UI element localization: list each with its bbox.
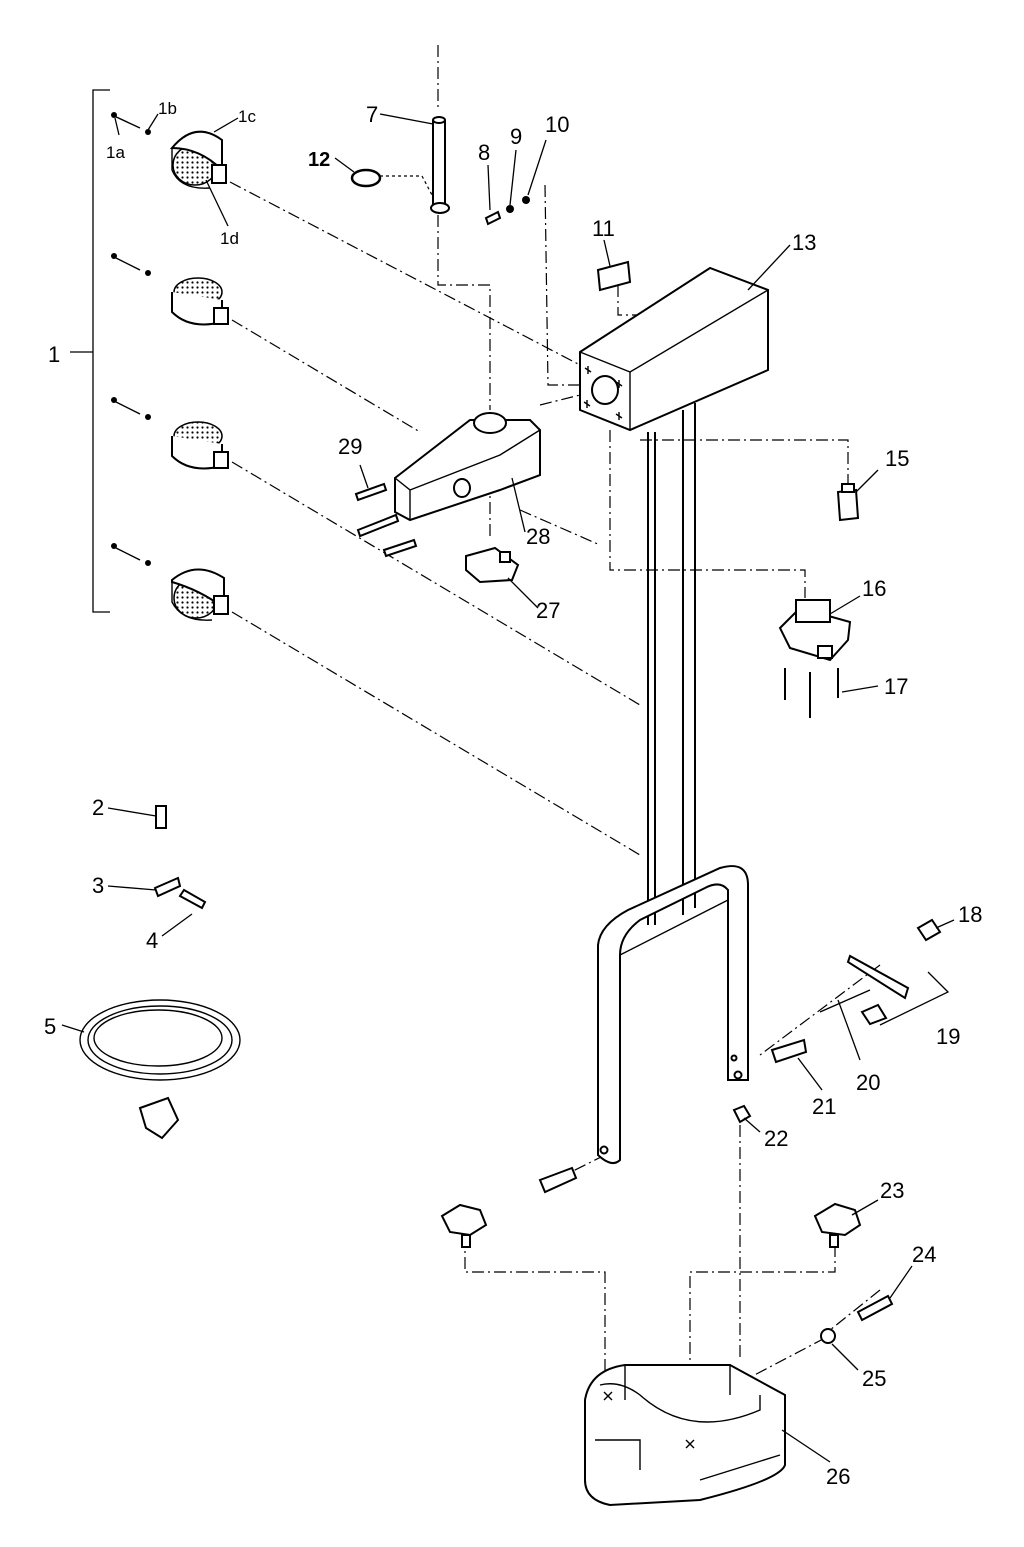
label-16: 16	[862, 576, 886, 601]
clamp-ring-4	[111, 543, 229, 621]
locking-pin	[538, 1166, 578, 1194]
label-7: 7	[366, 102, 378, 127]
bracket-28	[394, 412, 541, 522]
screw-8-washers	[484, 196, 530, 226]
power-cable-5	[79, 999, 241, 1140]
label-24: 24	[912, 1242, 936, 1267]
clamp-ring-1	[111, 112, 227, 189]
label-29: 29	[338, 434, 362, 459]
label-23: 23	[880, 1178, 904, 1203]
label-1d: 1d	[220, 229, 239, 248]
label-26: 26	[826, 1464, 850, 1489]
switch-assembly-16	[778, 599, 852, 662]
group-bracket-1	[70, 89, 110, 613]
label-20: 20	[856, 1070, 880, 1095]
screws-17	[784, 668, 839, 718]
label-13: 13	[792, 230, 816, 255]
label-10: 10	[545, 112, 569, 137]
release-mechanism	[770, 918, 950, 1064]
label-11: 11	[592, 216, 615, 241]
label-1: 1	[48, 342, 60, 367]
label-28: 28	[526, 524, 550, 549]
label-1c: 1c	[238, 107, 256, 126]
bolts-29	[354, 482, 418, 558]
bolt-24	[856, 1294, 894, 1322]
label-17: 17	[884, 674, 908, 699]
label-4: 4	[146, 928, 158, 953]
knob-23-right	[813, 1202, 862, 1248]
label-2: 2	[92, 795, 104, 820]
leader-lines	[61, 113, 955, 1463]
label-9: 9	[510, 124, 522, 149]
label-19: 19	[936, 1024, 960, 1049]
nut-22	[732, 1104, 752, 1124]
label-22: 22	[764, 1126, 788, 1151]
switch-27	[465, 546, 520, 584]
base-26	[584, 1364, 786, 1507]
knob-23-left	[440, 1203, 488, 1248]
label-1b: 1b	[158, 99, 177, 118]
head-block-13	[579, 266, 769, 432]
label-plate-11	[596, 260, 632, 292]
label-18: 18	[958, 902, 982, 927]
clamp-ring-2	[111, 253, 229, 326]
handle-frame	[597, 865, 749, 1165]
label-5: 5	[44, 1014, 56, 1039]
label-1a: 1a	[106, 143, 125, 162]
label-21: 21	[812, 1094, 836, 1119]
label-27: 27	[536, 598, 560, 623]
washer-25	[820, 1328, 836, 1344]
clamp-ring-3	[111, 397, 229, 470]
o-ring-12	[350, 168, 433, 196]
assembly-lines	[229, 45, 881, 1460]
label-12: 12	[308, 149, 330, 171]
label-25: 25	[862, 1366, 886, 1391]
clip-2	[155, 805, 167, 829]
label-8: 8	[478, 140, 490, 165]
label-15: 15	[885, 446, 909, 471]
column-tube	[647, 403, 696, 925]
label-3: 3	[92, 873, 104, 898]
pin-7	[430, 116, 450, 214]
callout-labels: 1 1a 1b 1c 1d 2 3 4 5 7 8 9 10 11 12 13 …	[44, 99, 982, 1489]
connector-15	[836, 483, 860, 522]
spring-3	[153, 876, 207, 910]
